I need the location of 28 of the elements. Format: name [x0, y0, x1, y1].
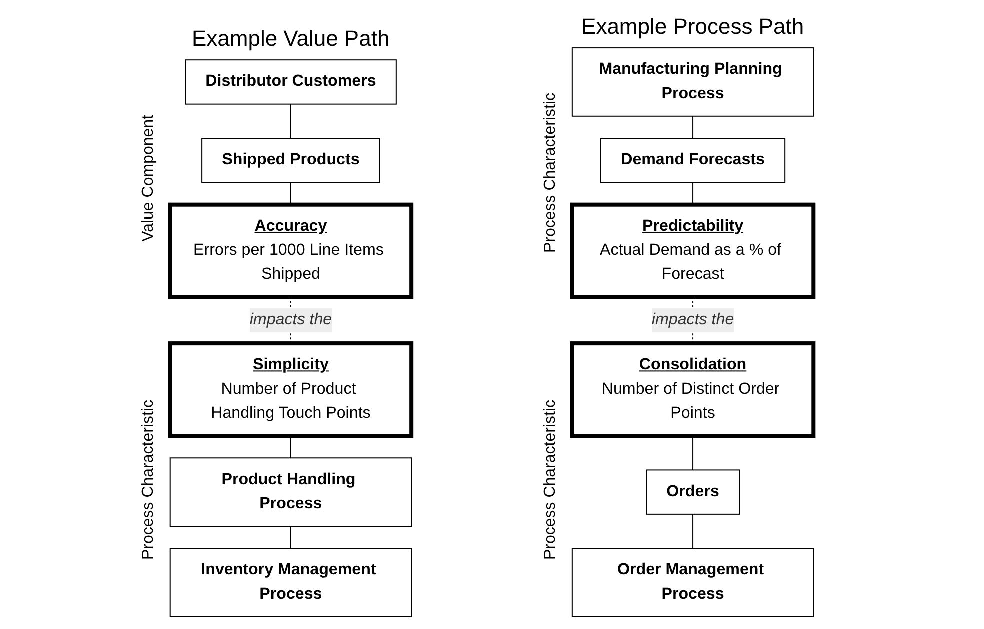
node-box: Orders — [646, 470, 740, 515]
connector — [692, 514, 694, 549]
axis-label: Process Characteristic — [140, 400, 158, 560]
node-box: Manufacturing Planning Process — [572, 48, 814, 117]
connector — [290, 182, 292, 205]
node-box: Inventory Management Process — [170, 548, 412, 618]
node-box: Simplicity Number of Product Handling Touch Points — [168, 342, 414, 438]
node-box: Product Handling Process — [170, 458, 412, 527]
connector — [290, 526, 292, 549]
column-heading: Example Value Path — [192, 26, 390, 52]
connector — [290, 104, 292, 138]
node-box: Accuracy Errors per 1000 Line Items Shipped — [168, 202, 414, 300]
connector — [692, 436, 694, 470]
connector — [692, 182, 694, 205]
column-heading: Example Process Path — [582, 14, 804, 40]
edge-label: impacts the — [652, 311, 734, 328]
axis-label: Process Characteristic — [542, 400, 560, 560]
node-box: Shipped Products — [202, 138, 380, 184]
node-box: Order Management Process — [572, 548, 814, 618]
node-box: Consolidation Number of Distinct Order Points — [570, 342, 816, 438]
axis-label: Process Characteristic — [542, 92, 560, 253]
connector — [290, 436, 292, 458]
edge-label: impacts the — [250, 311, 332, 328]
node-box: Distributor Customers — [185, 60, 397, 105]
axis-label: Value Component — [140, 115, 158, 242]
node-box: Predictability Actual Demand as a % of Forecast — [570, 202, 816, 300]
connector — [692, 116, 694, 138]
node-box: Demand Forecasts — [600, 138, 786, 184]
